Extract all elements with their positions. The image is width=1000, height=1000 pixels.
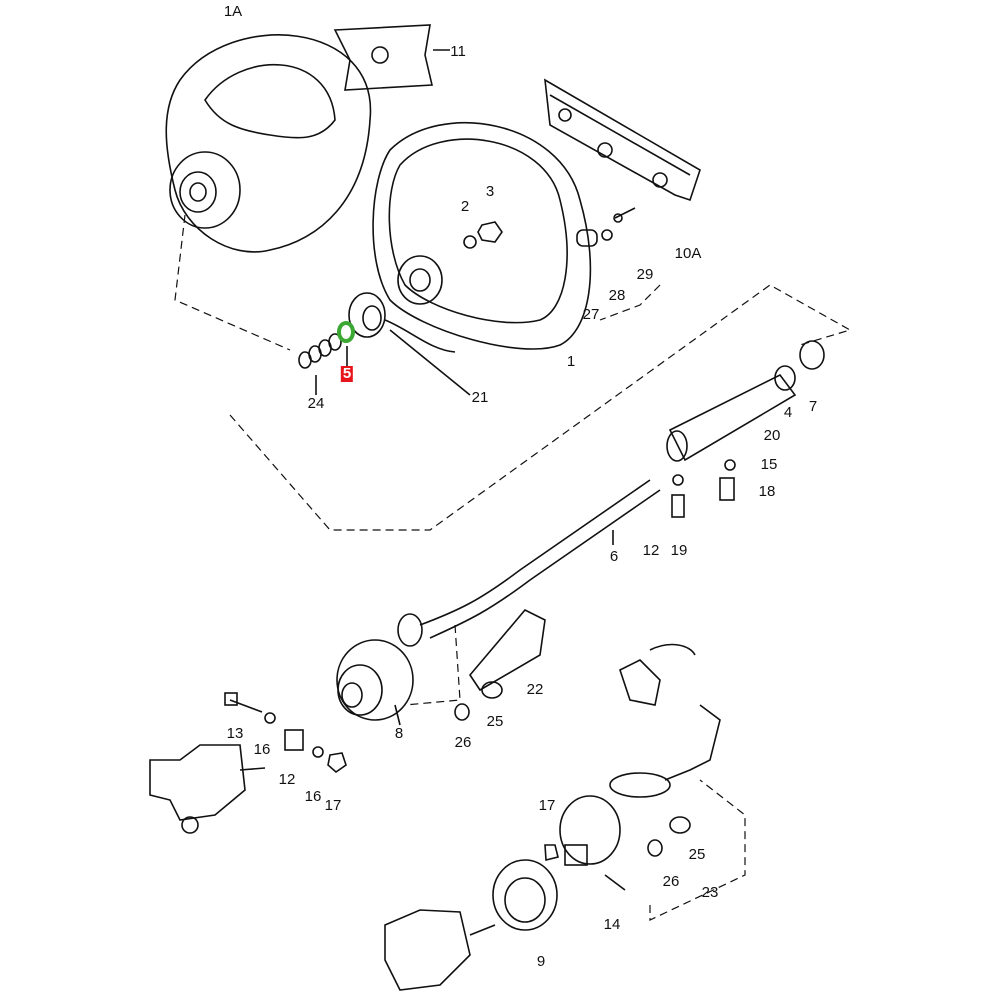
steering-wheel-1a (165, 34, 372, 253)
column-tube-20 (666, 340, 825, 518)
steering-gear-bottom (384, 909, 496, 991)
lower-left-fasteners (224, 692, 347, 774)
part-label-17: 17 (324, 797, 342, 814)
steering-shaft-6 (397, 479, 661, 647)
steering-gear-left (149, 744, 266, 834)
small-fasteners (463, 207, 636, 249)
part-label-25-right: 25 (688, 846, 706, 863)
part-label-12-lower: 12 (278, 771, 296, 788)
part-label-14: 14 (603, 916, 621, 933)
steering-wheel-1 (372, 121, 592, 350)
part-label-19: 19 (670, 542, 688, 559)
part-label-9: 9 (536, 953, 546, 970)
part-label-7: 7 (808, 398, 818, 415)
part-label-21: 21 (471, 389, 489, 406)
part-label-3: 3 (485, 183, 495, 200)
part-label-23: 23 (701, 884, 719, 901)
part-label-13: 13 (226, 725, 244, 742)
bracket-22 (454, 609, 546, 721)
part-label-10a: 10A (674, 245, 702, 262)
part-label-29: 29 (636, 266, 654, 283)
part-label-18: 18 (758, 483, 776, 500)
part-label-16: 16 (253, 741, 271, 758)
part-label-25: 25 (486, 713, 504, 730)
horn-pad-10a (544, 78, 701, 202)
part-label-15: 15 (760, 456, 778, 473)
part-label-20: 20 (763, 427, 781, 444)
contact-ring-21 (348, 292, 471, 396)
part-label-1a: 1A (223, 3, 243, 20)
part-label-24: 24 (307, 395, 325, 412)
spring-24 (298, 333, 342, 395)
part-label-26: 26 (454, 734, 472, 751)
ring-5-highlighted (337, 321, 355, 343)
part-label-27: 27 (582, 306, 600, 323)
part-label-8: 8 (394, 725, 404, 742)
part-label-5-highlighted[interactable]: 5 (340, 365, 354, 382)
part-label-28: 28 (608, 287, 626, 304)
part-label-12: 12 (642, 542, 660, 559)
lower-right-assembly (492, 643, 721, 931)
coupling-8 (336, 639, 414, 726)
part-label-22: 22 (526, 681, 544, 698)
horn-plate-11 (333, 24, 450, 91)
part-label-4: 4 (783, 404, 793, 421)
part-label-1: 1 (566, 353, 576, 370)
part-label-26-right: 26 (662, 873, 680, 890)
part-label-2: 2 (460, 198, 470, 215)
assembly-lines (174, 214, 852, 921)
part-label-17-right: 17 (538, 797, 556, 814)
part-label-11: 11 (450, 43, 466, 60)
part-label-16-lower: 16 (304, 788, 322, 805)
part-label-6: 6 (609, 548, 619, 565)
